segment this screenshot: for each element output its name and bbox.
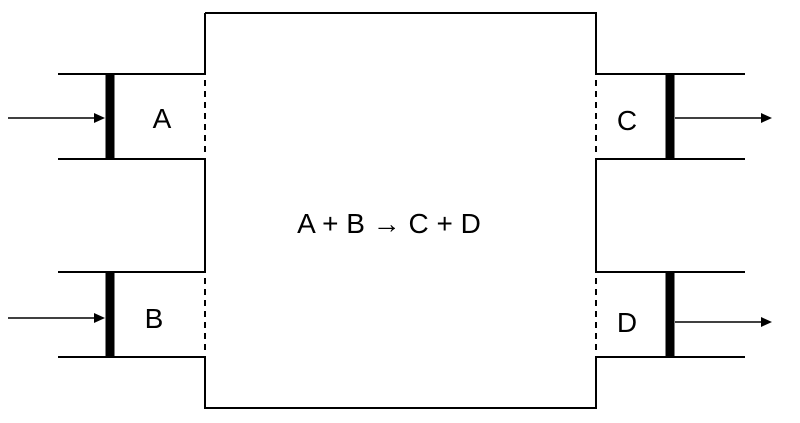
arrow-in-a (8, 113, 105, 123)
label-d: D (617, 307, 637, 338)
label-a: A (153, 103, 172, 134)
arrow-in-b (8, 313, 105, 323)
label-c: C (617, 105, 637, 136)
reactor-chamber-outline (58, 12, 745, 409)
reaction-equation: A + B → C + D (297, 208, 481, 239)
arrow-out-d (675, 317, 772, 327)
label-b: B (145, 303, 164, 334)
arrow-out-c (675, 113, 772, 123)
